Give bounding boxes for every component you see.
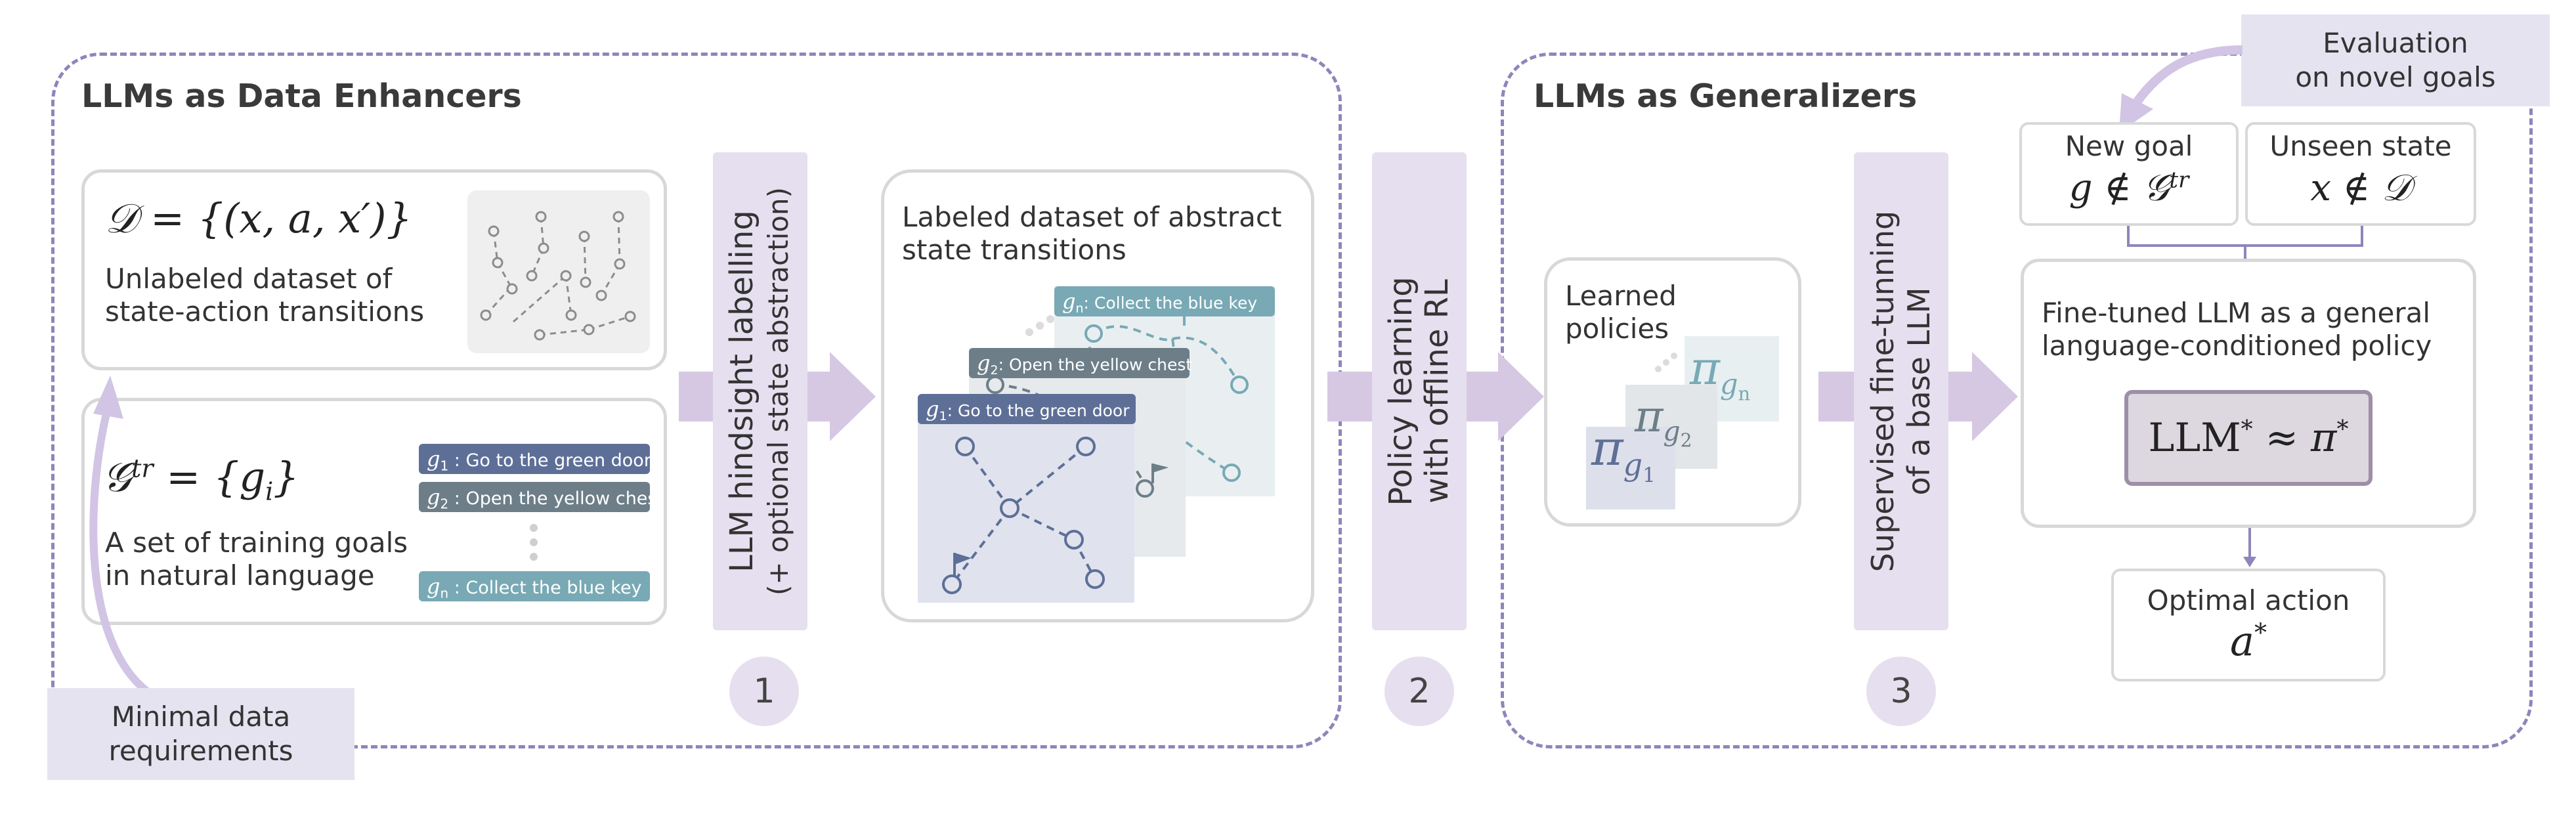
step2-label: Policy learning with offline RL [1383, 276, 1455, 506]
policies-dots [1655, 353, 1677, 372]
goal-chip-3: gn : Collect the blue key [419, 571, 650, 601]
labeled-caption-line2: state transitions [902, 234, 1127, 266]
goal-chip-symbol: g [427, 574, 440, 599]
step3-pillar [1854, 152, 1948, 630]
unseen-state-formula: x ∉ 𝒟 [2310, 167, 2411, 209]
new-goal-card [2019, 122, 2239, 226]
goal-chip-label: : Go to the green door [448, 450, 651, 471]
transitions-graph [467, 190, 650, 353]
dataset-formula: 𝒟 = {(x, a, x′)} [105, 194, 412, 242]
policies-caption-line1: Learned [1565, 280, 1677, 312]
step3-number: 3 [1866, 657, 1936, 726]
labeled-card-g1 [918, 400, 1134, 603]
policy-symbol-1: πg1 [1591, 420, 1656, 487]
goal-chip-1: g1 : Go to the green door [419, 444, 651, 474]
goal-chip-symbol: g [427, 485, 440, 509]
labeled-card-label-3: g1: Go to the green door [918, 394, 1136, 424]
labeled-card-label-1: gn: Collect the blue key [1054, 286, 1275, 316]
goal-chip-label: : Open the yellow chest [448, 488, 664, 509]
policy-symbol-3: πgn [1690, 341, 1751, 405]
step1-pillar [713, 152, 807, 630]
policies-caption-line2: policies [1565, 313, 1669, 345]
dataset-caption-line2: state-action transitions [105, 295, 425, 328]
llm-policy-box: LLM* ≈ π* [2124, 390, 2372, 486]
optimal-action-formula: a* [2230, 617, 2267, 665]
finetuned-line1: Fine-tuned LLM as a general [2042, 297, 2431, 329]
goals-caption-line1: A set of training goals [105, 527, 408, 559]
ellipsis-dots [530, 524, 538, 561]
minimal-data-arrow [89, 376, 152, 697]
goal-chip-2: g2 : Open the yellow chest [419, 482, 664, 512]
data-enhancers-title: LLMs as Data Enhancers [81, 77, 522, 115]
step1-number: 1 [729, 657, 799, 726]
step2-pillar [1372, 152, 1467, 630]
output-arrow [2243, 528, 2256, 567]
dataset-caption-line1: Unlabeled dataset of [105, 263, 393, 295]
new-goal-title: New goal [2065, 130, 2193, 162]
policy-tile-g1 [1586, 427, 1675, 509]
minimal-data-note: Minimal data requirements [47, 688, 354, 780]
bracket-connector [2127, 226, 2363, 259]
finetuned-line2: language-conditioned policy [2042, 330, 2432, 362]
labeled-card-label-2: g2: Open the yellow chest [969, 348, 1192, 378]
unseen-state-card [2245, 122, 2476, 226]
generalizers-title: LLMs as Generalizers [1534, 77, 1918, 115]
step3-label: Supervised fine-tunning of a base LLM [1865, 210, 1937, 573]
goals-caption-line2: in natural language [105, 559, 375, 592]
labeled-caption-line1: Labeled dataset of abstract [902, 201, 1282, 233]
optimal-action-card [2111, 569, 2386, 681]
step2-number: 2 [1385, 657, 1454, 726]
goals-formula: 𝒢tr = {gi} [102, 453, 299, 506]
evaluation-note: Evaluation on novel goals [2241, 14, 2550, 106]
evaluation-arrow [2119, 45, 2243, 133]
goal-chip-label: : Collect the blue key [448, 578, 642, 598]
stack-dots [1025, 315, 1054, 336]
new-goal-formula: g ∉ 𝒢tr [2069, 167, 2189, 209]
unseen-state-title: Unseen state [2269, 130, 2452, 162]
goal-chip-symbol: g [427, 446, 440, 471]
step1-label: LLM hindsight labelling (+ optional stat… [723, 187, 794, 595]
policy-symbol-2: πg2 [1635, 391, 1692, 452]
optimal-action-title: Optimal action [2147, 584, 2350, 616]
